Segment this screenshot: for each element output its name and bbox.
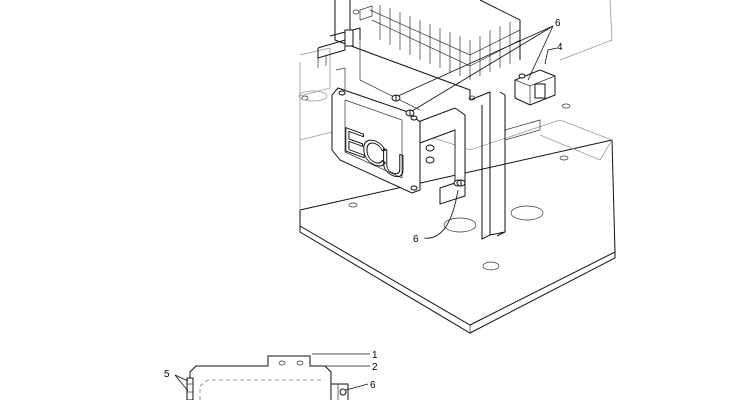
callout-6-top: 6 [555, 18, 561, 29]
callout-4: 4 [557, 42, 563, 53]
callout-labels: 6 4 6 1 2 5 6 [164, 18, 563, 391]
mounting-bracket [409, 107, 466, 205]
ecu-letter-e: E [343, 120, 366, 166]
radiator-fins [379, 5, 511, 80]
callout-1: 1 [372, 350, 378, 361]
fasteners [391, 94, 466, 187]
leader-lines [174, 25, 558, 392]
callout-6-bottom: 6 [370, 380, 376, 391]
callout-6-middle: 6 [413, 234, 419, 245]
callout-5: 5 [164, 369, 170, 380]
detail-inset [186, 355, 349, 400]
relay-connector [514, 69, 556, 106]
callout-2: 2 [372, 362, 378, 373]
ecu-module: E C U [331, 87, 421, 194]
